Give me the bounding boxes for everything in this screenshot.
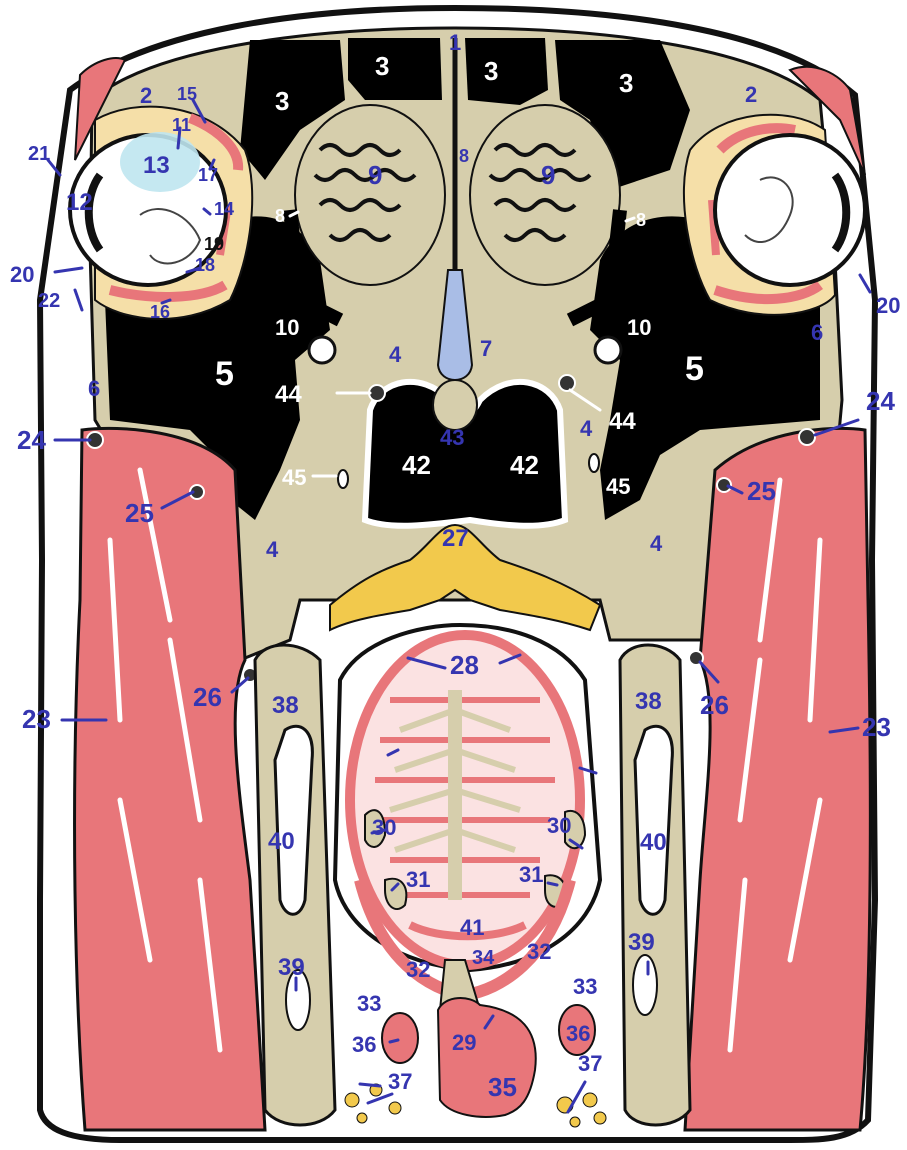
vessel-24-right (799, 429, 815, 445)
label-45-left: 45 (282, 465, 306, 490)
label-35: 35 (488, 1072, 517, 1102)
label-15: 15 (177, 84, 197, 104)
label-11: 11 (172, 115, 191, 135)
frontal-sinus-left-inner (348, 38, 442, 100)
vessel-45-left (338, 470, 348, 488)
label-31-left: 31 (406, 867, 430, 892)
label-33-left: 33 (357, 991, 381, 1016)
label-42-right: 42 (510, 450, 539, 480)
label-4-b: 4 (580, 416, 593, 441)
label-2-left: 2 (140, 83, 152, 108)
label-26-left: 26 (193, 682, 222, 712)
label-9-left: 9 (368, 160, 382, 190)
vessel-44-right (559, 375, 575, 391)
ethmoid-concha-right (470, 105, 620, 285)
label-29: 29 (452, 1030, 476, 1055)
gland-36-left (382, 1013, 418, 1063)
label-31-right: 31 (519, 862, 543, 887)
vessel-45-right (589, 454, 599, 472)
mandibular-tooth-40-left (275, 726, 312, 914)
label-4-c: 4 (266, 537, 279, 562)
label-42-left: 42 (402, 450, 431, 480)
label-41: 41 (460, 915, 484, 940)
label-16: 16 (150, 302, 170, 322)
label-32-left: 32 (406, 957, 430, 982)
label-40-right: 40 (640, 829, 667, 856)
label-9-right: 9 (541, 160, 555, 190)
masseter-left (75, 428, 265, 1130)
label-4-a: 4 (389, 342, 402, 367)
label-27: 27 (442, 525, 469, 552)
label-30-left: 30 (372, 815, 396, 840)
label-5-left: 5 (215, 355, 234, 393)
label-12: 12 (66, 189, 93, 216)
label-37-left: 37 (388, 1069, 412, 1094)
infraorbital-canal-right (595, 337, 621, 363)
label-28: 28 (450, 650, 479, 680)
label-21: 21 (28, 143, 50, 165)
vomer (433, 380, 477, 430)
label-37-right: 37 (578, 1051, 602, 1076)
masseter-right (685, 428, 870, 1130)
label-36-left: 36 (352, 1032, 376, 1057)
label-6-right: 6 (811, 320, 823, 345)
label-34: 34 (472, 947, 495, 969)
label-43: 43 (440, 425, 464, 450)
label-13: 13 (143, 152, 170, 179)
label-32-right: 32 (527, 939, 551, 964)
label-3-c: 3 (484, 56, 498, 86)
label-17: 17 (198, 165, 218, 185)
label-44-left: 44 (275, 381, 302, 408)
label-20-left: 20 (10, 262, 34, 287)
lingual-bone-31-left (385, 879, 406, 909)
mandibular-canal-39-right (633, 955, 657, 1015)
infraorbital-canal-left (309, 337, 335, 363)
label-45-right: 45 (606, 474, 630, 499)
label-14: 14 (214, 199, 234, 219)
label-25-right: 25 (747, 476, 776, 506)
label-18: 18 (195, 255, 215, 275)
label-39-right: 39 (628, 929, 655, 956)
label-23-right: 23 (862, 712, 891, 742)
label-8-right: 8 (636, 210, 646, 230)
label-1: 1 (449, 30, 461, 55)
ethmoid-concha-left (295, 105, 445, 285)
label-4-d: 4 (650, 531, 663, 556)
label-24-left: 24 (17, 425, 46, 455)
label-26-right: 26 (700, 690, 729, 720)
label-23-left: 23 (22, 704, 51, 734)
label-30-right: 30 (547, 813, 571, 838)
label-39-left: 39 (278, 954, 305, 981)
label-8-middle: 8 (459, 146, 469, 166)
label-10-left: 10 (275, 315, 299, 340)
label-24-right: 24 (866, 386, 895, 416)
label-7: 7 (480, 336, 492, 361)
label-10-right: 10 (627, 315, 651, 340)
label-25-left: 25 (125, 498, 154, 528)
label-38-right: 38 (635, 688, 662, 715)
label-44-right: 44 (609, 408, 636, 435)
mandibular-tooth-40-right (635, 726, 672, 914)
frontal-sinus-right-inner (465, 38, 548, 105)
label-20-right: 20 (876, 293, 900, 318)
label-3-b: 3 (375, 51, 389, 81)
label-2-right: 2 (745, 82, 757, 107)
label-22: 22 (38, 290, 60, 312)
label-38-left: 38 (272, 692, 299, 719)
label-40-left: 40 (268, 828, 295, 855)
label-3-d: 3 (619, 68, 633, 98)
label-36-right: 36 (566, 1021, 590, 1046)
label-19: 19 (204, 234, 224, 254)
label-8-left: 8 (275, 206, 285, 226)
label-6-left: 6 (88, 376, 100, 401)
label-5-right: 5 (685, 350, 704, 388)
label-3-a: 3 (275, 86, 289, 116)
label-33-right: 33 (573, 974, 597, 999)
